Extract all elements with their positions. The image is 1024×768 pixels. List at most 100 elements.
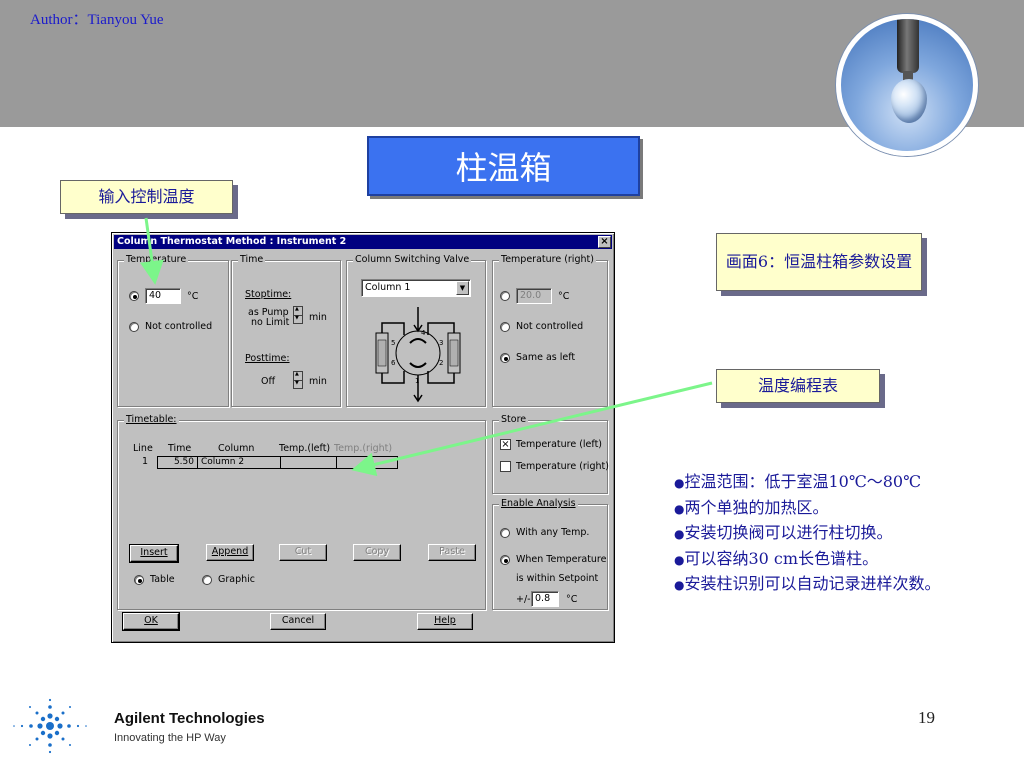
store-group: Store × Temperature (left) Temperature (… [492, 414, 609, 494]
help-button[interactable]: Help [417, 613, 473, 630]
callout-input-temp: 输入控制温度 [60, 180, 233, 214]
temperature-right-group-label: Temperature (right) [499, 254, 596, 265]
valve-diagram-icon: 1 2 3 4 5 6 [375, 307, 461, 403]
timetable-group-label: Timetable: [124, 414, 179, 425]
feature-item-2: ●两个单独的加热区。 [674, 496, 1019, 522]
droplet-icon [891, 79, 927, 123]
store-group-label: Store [499, 414, 529, 425]
close-icon[interactable]: × [598, 236, 611, 248]
valve-group-label: Column Switching Valve [353, 254, 472, 265]
timetable-header-column: Column [218, 443, 255, 454]
brand-tagline: Innovating the HP Way [114, 732, 226, 744]
temperature-input[interactable]: 40 [145, 288, 181, 304]
within-setpoint-radio[interactable] [500, 555, 510, 565]
paste-button-label: Paste [439, 546, 465, 557]
any-temp-radio[interactable] [500, 528, 510, 538]
stoptime-value-line2: no Limit [251, 317, 290, 328]
insert-button-label: Insert [140, 547, 168, 558]
valve-column-select[interactable]: Column 1 ▼ [361, 279, 471, 297]
temperature-right-not-controlled-radio[interactable] [500, 322, 510, 332]
copy-button[interactable]: Copy [353, 544, 401, 561]
timetable-header-temp-left: Temp.(left) [279, 443, 331, 454]
posttime-min-label: min [309, 376, 327, 387]
feature-item-4: ●可以容纳30 cm长色谱柱。 [674, 547, 1019, 573]
cut-button[interactable]: Cut [279, 544, 327, 561]
store-temp-right-checkbox[interactable] [500, 461, 511, 472]
author-label: Author：Tianyou Yue [30, 12, 164, 28]
timetable-row-column[interactable]: Column 2 [197, 456, 281, 469]
temperature-right-input[interactable]: 20.0 [516, 288, 552, 304]
tolerance-input[interactable]: 0.8 [531, 591, 559, 607]
temperature-right-not-controlled-label: Not controlled [516, 321, 584, 332]
brand-name: Agilent Technologies [114, 710, 265, 727]
posttime-spinner[interactable] [293, 371, 303, 389]
timetable-header-time: Time [168, 443, 192, 454]
same-as-left-radio[interactable] [500, 353, 510, 363]
callout-screen6: 画面6：恒温柱箱参数设置 [716, 233, 922, 291]
temperature-not-controlled-radio[interactable] [129, 322, 139, 332]
timetable-row-temp-right[interactable] [336, 456, 398, 469]
posttime-value: Off [261, 376, 276, 387]
valve-port-2: 2 [439, 359, 443, 367]
stoptime-value-line1: as Pump [248, 307, 289, 318]
feature-item-text: 安装切换阀可以进行柱切换。 [684, 523, 893, 542]
dialog-titlebar[interactable]: Column Thermostat Method : Instrument 2 … [114, 235, 612, 249]
feature-item-text: 可以容纳30 cm长色谱柱。 [684, 548, 879, 568]
timetable-header-temp-right: Temp.(right) [334, 443, 393, 454]
timetable-row-time[interactable]: 5.50 [157, 456, 198, 469]
droplet-logo-icon [836, 14, 978, 156]
needle-tip-icon [903, 71, 913, 85]
posttime-label: Posttime: [245, 353, 290, 364]
view-graphic-radio[interactable] [202, 575, 212, 585]
enable-analysis-group: Enable Analysis With any Temp. When Temp… [492, 498, 608, 610]
valve-column-selected: Column 1 [365, 282, 411, 293]
feature-item-text: 两个单独的加热区。 [684, 497, 829, 517]
within-setpoint-label-2: is within Setpoint [516, 573, 599, 584]
valve-port-4: 4 [421, 329, 426, 337]
bullet-icon: ● [674, 476, 685, 490]
valve-port-1: 1 [415, 377, 419, 385]
chevron-down-icon[interactable]: ▼ [456, 281, 469, 295]
paste-button[interactable]: Paste [428, 544, 476, 561]
ok-button[interactable]: OK [122, 612, 180, 631]
dialog-title: Column Thermostat Method : Instrument 2 [117, 236, 347, 247]
view-table-radio[interactable] [134, 575, 144, 585]
page-number: 19 [918, 708, 935, 727]
bullet-icon: ● [674, 501, 685, 516]
insert-button[interactable]: Insert [129, 544, 179, 563]
feature-item-text: 安装柱识别可以自动记录进样次数。 [684, 574, 941, 593]
enable-analysis-group-label: Enable Analysis [499, 498, 578, 509]
temperature-group: Temperature 40 °C Not controlled [117, 254, 229, 407]
ok-button-label: OK [144, 615, 158, 626]
bullet-icon: ● [674, 552, 685, 567]
timetable-row-line: 1 [142, 456, 149, 467]
copy-button-label: Copy [364, 546, 390, 557]
store-temp-left-checkbox[interactable]: × [500, 439, 511, 450]
feature-item-3: ●安装切换阀可以进行柱切换。 [674, 521, 1019, 547]
feature-list: ●控温范围：低于室温10℃～80℃ ●两个单独的加热区。 ●安装切换阀可以进行柱… [674, 470, 1019, 598]
cancel-button[interactable]: Cancel [270, 613, 326, 630]
column-thermostat-dialog: Column Thermostat Method : Instrument 2 … [111, 232, 615, 643]
temperature-group-label: Temperature [124, 254, 189, 265]
temperature-right-controlled-radio[interactable] [500, 291, 510, 301]
bullet-icon: ● [674, 527, 685, 541]
view-graphic-label: Graphic [218, 574, 256, 585]
stoptime-min-label: min [309, 312, 327, 323]
within-setpoint-label-1: When Temperature [516, 554, 607, 565]
needle-icon [897, 19, 919, 73]
valve-port-5: 5 [391, 339, 395, 347]
feature-item-1: ●控温范围：低于室温10℃～80℃ [674, 470, 1019, 496]
temperature-right-group: Temperature (right) 20.0 °C Not controll… [492, 254, 608, 407]
agilent-logo-icon [13, 698, 87, 754]
bullet-icon: ● [674, 578, 685, 592]
stoptime-spinner[interactable] [293, 306, 303, 324]
temperature-not-controlled-label: Not controlled [145, 321, 213, 332]
timetable-row-temp-left[interactable] [280, 456, 337, 469]
feature-item-text: 控温范围：低于室温10℃～80℃ [684, 472, 922, 491]
temperature-controlled-radio[interactable] [129, 291, 139, 301]
callout-temp-program: 温度编程表 [716, 369, 880, 403]
same-as-left-label: Same as left [516, 352, 576, 363]
temperature-right-unit: °C [558, 291, 570, 302]
append-button[interactable]: Append [206, 544, 254, 561]
valve-port-3: 3 [439, 339, 443, 347]
